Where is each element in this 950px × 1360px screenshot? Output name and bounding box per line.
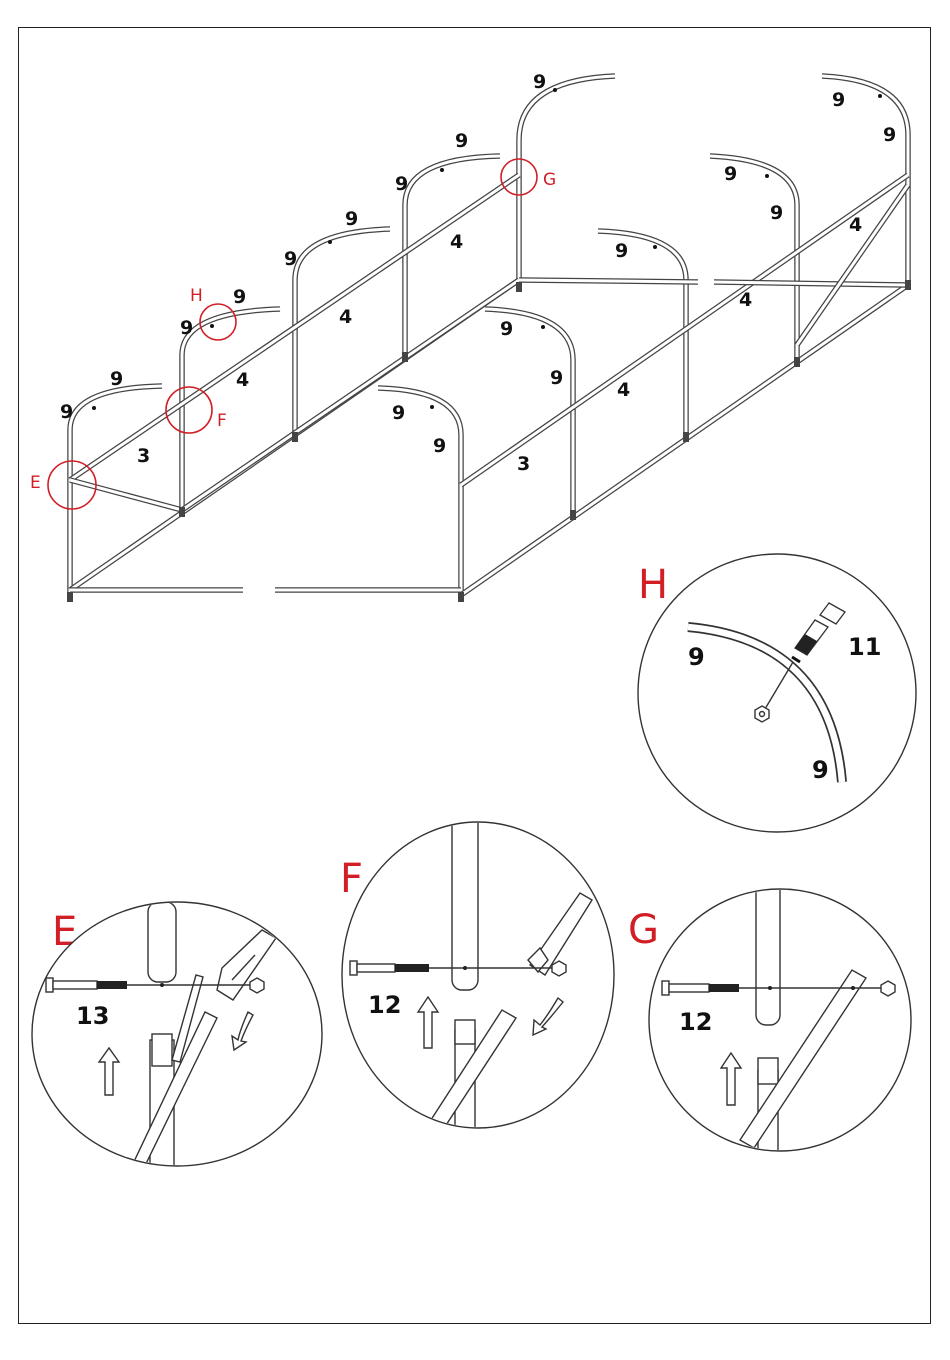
label-arc: 9 (500, 318, 513, 340)
detail-e-upper-pole (148, 902, 176, 982)
label-arc: 9 (533, 71, 546, 93)
label-arc: 9 (345, 208, 358, 230)
label-arc: 9 (455, 130, 468, 152)
detail-f-letter: F (340, 856, 363, 902)
pipe-highlight (519, 76, 615, 290)
label-arc: 9 (433, 435, 446, 457)
arch-pipe (519, 76, 615, 290)
joint-mark (328, 240, 332, 244)
label-arc: 9 (392, 402, 405, 424)
greenhouse-frame (67, 76, 911, 602)
label-arc: 9 (395, 173, 408, 195)
foot-cap (683, 432, 689, 442)
pipe-highlight (519, 280, 698, 282)
foot-cap (570, 510, 576, 520)
callout-f: F (217, 411, 227, 431)
label-arc: 9 (883, 124, 896, 146)
nut-icon (250, 978, 264, 993)
detail-g-letter: G (628, 907, 659, 953)
joint-mark (878, 94, 882, 98)
label-arc: 9 (284, 248, 297, 270)
label-arc: 9 (832, 89, 845, 111)
label-end-rail: 3 (517, 453, 530, 475)
foot-cap (905, 280, 911, 290)
callout-g: G (543, 170, 556, 190)
pipe-highlight (295, 229, 390, 440)
detail-e-bolt-label: 13 (76, 1002, 109, 1030)
joint-mark (553, 88, 557, 92)
label-arc: 9 (60, 401, 73, 423)
foot-cap (458, 592, 464, 602)
label-long-rail: 4 (236, 369, 249, 391)
pipe-highlight (70, 480, 182, 510)
label-long-rail: 4 (617, 379, 630, 401)
detail-f-bolt-label: 12 (368, 991, 401, 1019)
detail-h-bolt-label: 11 (848, 633, 881, 661)
label-arc: 9 (233, 286, 246, 308)
foot-cap (292, 432, 298, 442)
label-arc: 9 (770, 202, 783, 224)
nut-icon (552, 961, 566, 976)
nut-icon (755, 706, 769, 722)
detail-h-arc-label: 9 (812, 756, 829, 784)
joint-mark (541, 325, 545, 329)
joint-mark (765, 174, 769, 178)
foot-cap (67, 592, 73, 602)
joint-mark (430, 405, 434, 409)
label-long-rail: 4 (450, 231, 463, 253)
nut-icon (881, 981, 895, 996)
label-long-rail: 4 (739, 289, 752, 311)
label-arc: 9 (180, 317, 193, 339)
detail-h-arc-label: 9 (688, 643, 705, 671)
label-arc: 9 (550, 367, 563, 389)
pipe-highlight (182, 309, 280, 515)
arch-pipe (378, 388, 461, 600)
foot-cap (179, 507, 185, 517)
detail-h-letter: H (638, 562, 668, 608)
joint-mark (210, 324, 214, 328)
joint-mark (653, 245, 657, 249)
callout-e: E (30, 473, 41, 493)
pipe-highlight (405, 156, 500, 360)
label-long-rail: 4 (339, 306, 352, 328)
detail-h: H 11 9 9 (638, 554, 916, 832)
detail-g-upper-pole (756, 880, 780, 1025)
foot-cap (516, 282, 522, 292)
joint-mark (92, 406, 96, 410)
arch-pipe (182, 309, 280, 515)
detail-g: G 12 (628, 880, 911, 1170)
label-arc: 9 (615, 240, 628, 262)
label-end-rail: 3 (137, 445, 150, 467)
pipe-highlight (378, 388, 461, 600)
joint-mark (440, 168, 444, 172)
label-long-rail: 4 (849, 214, 862, 236)
detail-f: F 12 (340, 810, 614, 1170)
arch-pipe (295, 229, 390, 440)
detail-g-bolt-label: 12 (679, 1008, 712, 1036)
foot-cap (402, 352, 408, 362)
callout-h: H (190, 286, 203, 306)
detail-e-circle (32, 902, 322, 1166)
label-arc: 9 (724, 163, 737, 185)
label-arc: 9 (110, 368, 123, 390)
arch-pipe (405, 156, 500, 360)
foot-cap (794, 357, 800, 367)
detail-f-upper-pole (452, 810, 478, 990)
detail-h-circle (638, 554, 916, 832)
detail-e: E 13 (32, 902, 322, 1180)
